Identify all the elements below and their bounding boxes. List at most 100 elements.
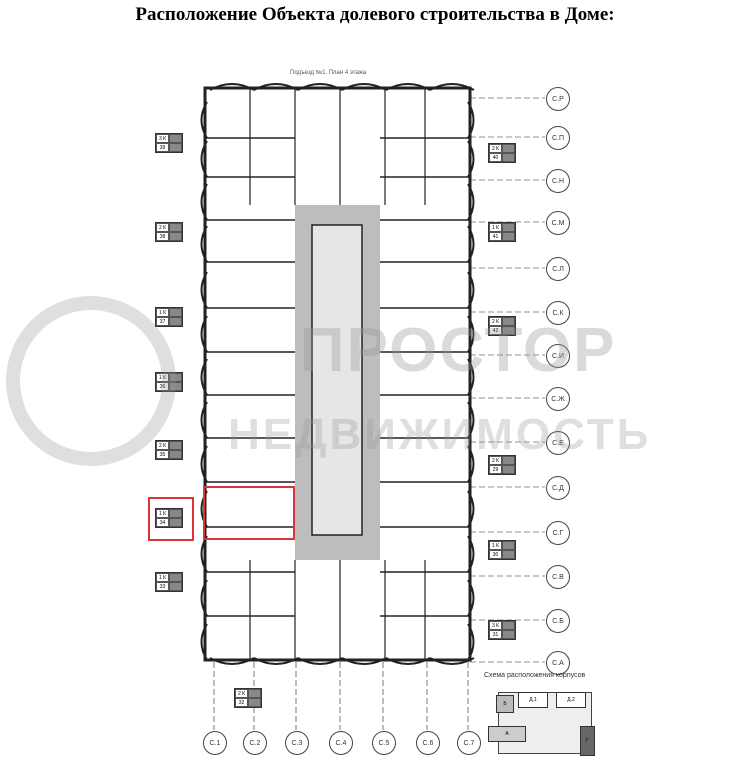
axis-marker-row: С.П — [546, 126, 570, 150]
page-title: Расположение Объекта долевого строительс… — [135, 4, 615, 25]
rooms: 3 К — [489, 621, 502, 630]
scheme-block: Б — [496, 695, 514, 713]
apartment-number: 41 — [489, 232, 502, 241]
rooms: 2 К — [489, 317, 502, 326]
bay-window — [429, 83, 475, 91]
bay-window — [467, 101, 475, 139]
bay-window — [467, 140, 475, 178]
watermark-logo: НЕДВИЖИМОСТЬ — [228, 410, 652, 459]
bay-window — [200, 315, 208, 353]
axis-marker-col: С.7 — [457, 731, 481, 755]
selected-apartment-highlight — [203, 486, 295, 540]
axis-marker-row: С.Ж — [546, 387, 570, 411]
bay-window — [467, 579, 475, 617]
apartment-number: 30 — [489, 550, 502, 559]
bay-window — [467, 183, 475, 221]
bay-window — [467, 315, 475, 353]
bay-window — [200, 445, 208, 483]
scheme-caption: Схема расположения корпусов — [484, 672, 586, 679]
axis-marker-row: С.И — [546, 344, 570, 368]
scheme-block: Д.2 — [556, 692, 586, 708]
rooms: 1 К — [489, 223, 502, 232]
axis-marker-row: С.Г — [546, 521, 570, 545]
axis-marker-row: С.Е — [546, 431, 570, 455]
selected-apartment-tag-highlight — [148, 497, 194, 541]
bay-window — [200, 490, 208, 528]
rooms: 1 К — [156, 509, 169, 518]
bay-window — [209, 657, 255, 665]
axis-marker-col: С.4 — [329, 731, 353, 755]
apartment-number: 42 — [489, 326, 502, 335]
bay-window — [467, 271, 475, 309]
axis-marker-row: С.М — [546, 211, 570, 235]
bay-window — [467, 401, 475, 439]
axis-marker-row: С.Н — [546, 169, 570, 193]
apartment-number: 29 — [489, 465, 502, 474]
axis-marker-row: С.Л — [546, 257, 570, 281]
rooms: 1 К — [156, 308, 169, 317]
bay-window — [467, 623, 475, 661]
bay-window — [467, 535, 475, 573]
rooms: 2 К — [489, 144, 502, 153]
scheme-block: Д.1 — [518, 692, 548, 708]
axis-marker-col: С.3 — [285, 731, 309, 755]
bay-window — [467, 445, 475, 483]
bay-window — [385, 657, 431, 665]
axis-marker-row: С.Р — [546, 87, 570, 111]
elevator-stair-core — [311, 224, 363, 536]
bay-window — [200, 358, 208, 396]
rooms: 2 К — [235, 689, 248, 698]
bay-window — [341, 83, 387, 91]
scheme-block: А — [488, 726, 526, 742]
bay-window — [200, 579, 208, 617]
axis-marker-row: С.Д — [546, 476, 570, 500]
rooms: 2 К — [489, 456, 502, 465]
bay-window — [385, 83, 431, 91]
rooms: 2 К — [156, 441, 169, 450]
bay-window — [297, 657, 343, 665]
apartment-number: 34 — [156, 518, 169, 527]
axis-marker-row: С.В — [546, 565, 570, 589]
rooms: 2 К — [156, 223, 169, 232]
bay-window — [200, 623, 208, 661]
bay-window — [209, 83, 255, 91]
axis-marker-col: С.2 — [243, 731, 267, 755]
bay-window — [467, 490, 475, 528]
watermark-logo-mark — [6, 296, 176, 466]
scheme-block: Г — [580, 726, 595, 756]
rooms: 1 К — [489, 541, 502, 550]
apartment-number: 38 — [156, 232, 169, 241]
plan-caption: Подъезд №1. План 4 этажа — [290, 70, 367, 76]
bay-window — [297, 83, 343, 91]
apartment-number: 35 — [156, 450, 169, 459]
bay-window — [200, 140, 208, 178]
bay-window — [200, 225, 208, 263]
bay-window — [341, 657, 387, 665]
apartment-number: 39 — [156, 143, 169, 152]
axis-marker-col: С.1 — [203, 731, 227, 755]
bay-window — [253, 83, 299, 91]
apartment-number: 32 — [235, 698, 248, 707]
axis-marker-row: С.Б — [546, 609, 570, 633]
apartment-number: 33 — [156, 582, 169, 591]
bay-window — [253, 657, 299, 665]
apartment-number: 31 — [489, 630, 502, 639]
axis-marker-col: С.6 — [416, 731, 440, 755]
bay-window — [429, 657, 475, 665]
bay-window — [200, 401, 208, 439]
watermark-logo: ПРОСТОР — [300, 316, 617, 385]
